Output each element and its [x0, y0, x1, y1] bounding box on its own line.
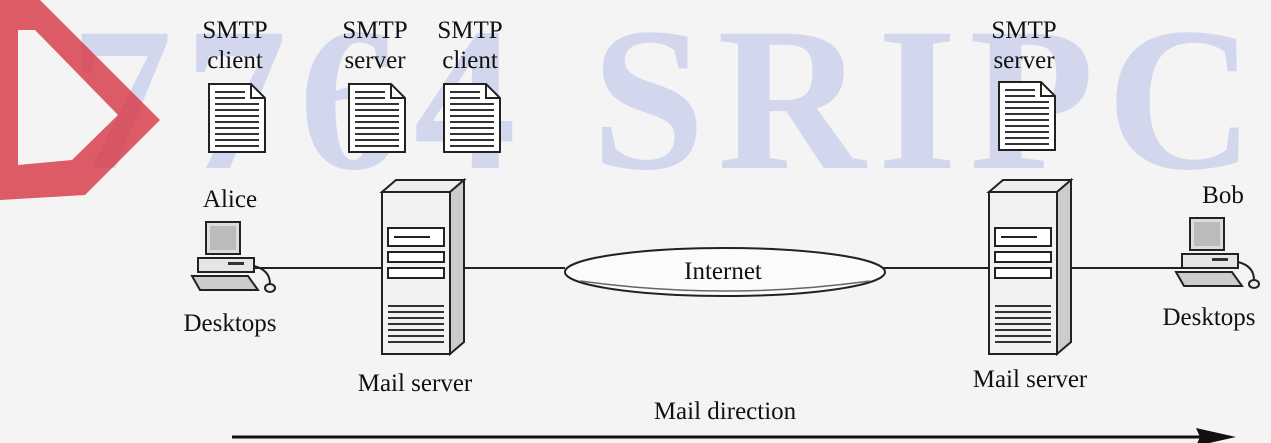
document-icon [443, 83, 501, 153]
alice-label: Alice [202, 186, 258, 213]
internet-label: Internet [684, 258, 762, 285]
document-icon [998, 81, 1056, 151]
mail-server-icon [379, 178, 467, 357]
logo-icon [0, 0, 160, 200]
internet-cloud-icon [564, 247, 886, 297]
left-desktops-label: Desktops [183, 310, 277, 337]
mail-server-icon [986, 178, 1074, 357]
right-mail-server-label: Mail server [972, 366, 1088, 393]
right-desktops-label: Desktops [1162, 304, 1256, 331]
document-icon [208, 83, 266, 153]
desktop-computer-icon [190, 221, 276, 293]
watermark: 7764 SRIPC [70, 0, 1267, 213]
desktop-computer-icon [1174, 217, 1260, 289]
document-icon [348, 83, 406, 153]
bob-label: Bob [1202, 182, 1244, 209]
left-mail-server-label: Mail server [357, 370, 473, 397]
arrow-head-icon [1196, 428, 1236, 443]
mail-direction-label: Mail direction [653, 398, 797, 425]
